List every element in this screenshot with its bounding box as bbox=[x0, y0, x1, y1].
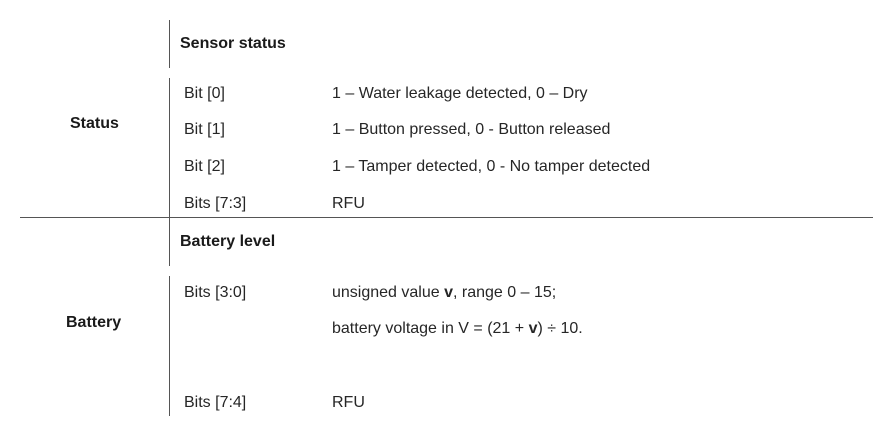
status-bit-1: Bit [1] bbox=[184, 121, 225, 138]
battery-bits-3-0: Bits [3:0] bbox=[184, 284, 247, 301]
status-bit-0: Bit [0] bbox=[184, 85, 225, 102]
desc-text: battery voltage in V = (21 + bbox=[332, 320, 529, 337]
sensor-status-heading: Sensor status bbox=[180, 35, 286, 52]
desc-text: ) ÷ 10. bbox=[537, 320, 583, 337]
status-bit-2: Bit [2] bbox=[184, 158, 225, 175]
desc-text: unsigned value bbox=[332, 284, 445, 301]
column-divider-battery-top bbox=[169, 218, 170, 266]
battery-bits-7-4-desc: RFU bbox=[332, 394, 365, 411]
battery-bits-7-4: Bits [7:4] bbox=[184, 394, 247, 411]
battery-label: Battery bbox=[66, 314, 122, 331]
battery-level-heading: Battery level bbox=[180, 233, 276, 250]
section-divider bbox=[20, 217, 873, 218]
variable-v: v bbox=[528, 320, 538, 337]
status-bit-0-desc: 1 – Water leakage detected, 0 – Dry bbox=[332, 85, 588, 102]
variable-v: v bbox=[444, 284, 453, 301]
battery-bits-3-0-desc-line2: battery voltage in V = (21 + v) ÷ 10. bbox=[332, 319, 583, 339]
desc-text: , range 0 – 15; bbox=[453, 284, 557, 301]
status-bits-7-3-desc: RFU bbox=[332, 195, 365, 212]
column-divider-top bbox=[169, 20, 170, 68]
status-bit-1-desc: 1 – Button pressed, 0 - Button released bbox=[332, 121, 611, 138]
column-divider-status bbox=[169, 78, 170, 218]
status-bit-2-desc: 1 – Tamper detected, 0 - No tamper detec… bbox=[332, 158, 651, 175]
battery-bits-3-0-desc-line1: unsigned value v, range 0 – 15; bbox=[332, 283, 556, 303]
column-divider-battery bbox=[169, 276, 170, 416]
status-bits-7-3: Bits [7:3] bbox=[184, 195, 247, 212]
status-label: Status bbox=[70, 115, 119, 132]
